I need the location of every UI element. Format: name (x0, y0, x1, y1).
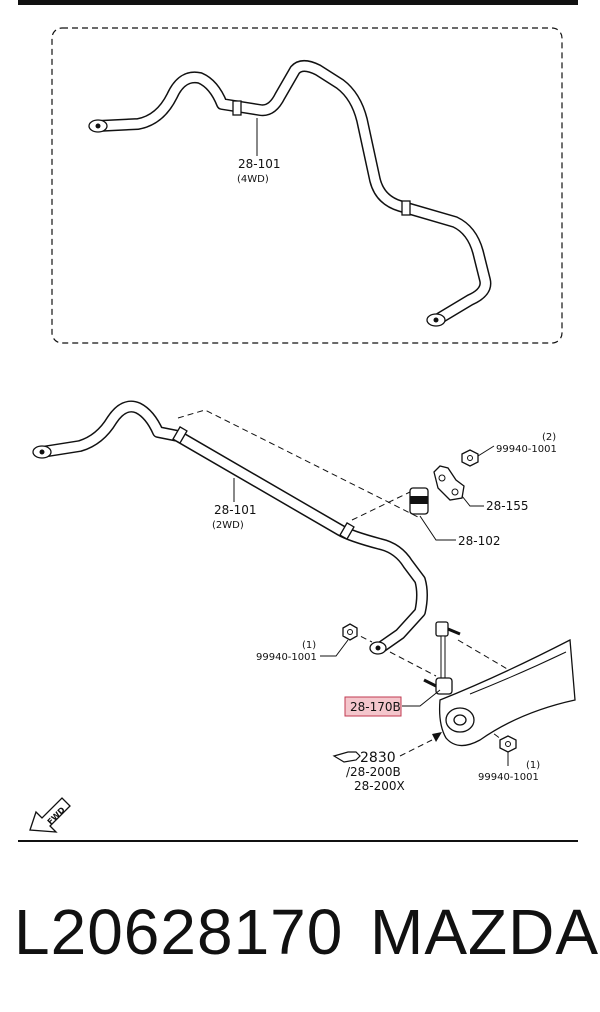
inset-4wd-frame (51, 27, 563, 344)
label-nut-bottom-qty: (1) (526, 760, 540, 771)
label-ref-number[interactable]: 2830 (360, 750, 396, 766)
label-bar-2wd-variant: (2WD) (212, 520, 244, 531)
footer-part-number: L20628170 (14, 896, 344, 968)
label-bar-2wd-part: 28-101 (214, 503, 257, 517)
bottom-rule (18, 840, 578, 842)
label-nut-left-qty: (1) (302, 640, 316, 651)
link-label-highlight (344, 696, 402, 717)
label-ref-sub-2: 28-200X (354, 779, 405, 793)
stabilizer-bar-2wd (32, 400, 428, 655)
label-ref-sub-1: /28-200B (346, 765, 401, 779)
label-bushing: 28-102 (458, 534, 501, 548)
stabilizer-bar-4wd (88, 60, 492, 327)
label-nut-top-part: 99940-1001 (496, 444, 557, 455)
footer-brand: MAZDA (370, 896, 599, 968)
control-arm (438, 638, 576, 747)
align-line-mid (351, 491, 411, 521)
leader-nut-top (477, 445, 495, 457)
hand-pointer-icon (332, 751, 361, 763)
label-bracket: 28-155 (486, 499, 529, 513)
top-rule (18, 0, 578, 5)
leader-link (402, 689, 441, 707)
label-nut-top-qty: (2) (542, 432, 556, 443)
leader-nut-left (320, 639, 349, 657)
leader-bushing (419, 515, 456, 541)
align-line-link (389, 651, 437, 677)
nut-left (342, 623, 358, 641)
nut-bottom (499, 735, 517, 753)
leader-ref (399, 739, 433, 757)
label-nut-left-part: 99940-1001 (256, 652, 317, 663)
nut-top (461, 449, 479, 467)
bracket (433, 465, 465, 501)
bushing (409, 487, 429, 515)
label-nut-bottom-part: 99940-1001 (478, 772, 539, 783)
stabilizer-link (423, 621, 461, 695)
leader-bracket (461, 495, 484, 507)
arrow-head-icon (432, 732, 442, 742)
label-bar-4wd-variant: (4WD) (237, 174, 269, 185)
label-bar-4wd-part: 28-101 (238, 157, 281, 171)
fwd-arrow-icon: FWD (29, 797, 71, 833)
label-link: 28-170B (350, 700, 401, 714)
